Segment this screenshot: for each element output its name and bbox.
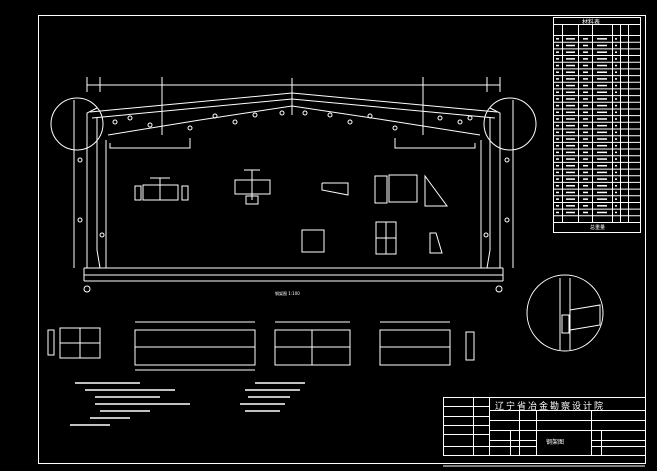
member-markers: [77, 110, 510, 238]
member-number-marker: [279, 110, 285, 116]
member-number-marker: [77, 157, 83, 163]
member-number-marker: [504, 217, 510, 223]
member-number-marker: [457, 119, 463, 125]
section-details: [134, 169, 448, 255]
member-number-marker: [327, 112, 333, 118]
grid-axis-marker-left: [83, 285, 91, 293]
member-number-marker: [504, 157, 510, 163]
plate-details: [47, 321, 475, 371]
member-number-marker: [77, 217, 83, 223]
member-number-marker: [483, 232, 489, 238]
member-number-marker: [212, 113, 218, 119]
material-table: [553, 17, 641, 233]
title-company: 辽宁省冶金勘察设计院: [495, 402, 606, 412]
member-number-marker: [437, 115, 443, 121]
member-number-marker: [367, 113, 373, 119]
general-notes: [70, 382, 305, 426]
member-number-marker: [392, 125, 398, 131]
member-number-marker: [99, 232, 105, 238]
portal-frame-elevation: [50, 77, 537, 293]
member-number-marker: [187, 125, 193, 131]
member-number-marker: [112, 119, 118, 125]
member-number-marker: [347, 119, 353, 125]
grid-axis-marker-right: [495, 285, 503, 293]
member-number-marker: [147, 122, 153, 128]
material-table-title: 材料表: [582, 19, 601, 26]
title-block: [443, 397, 646, 467]
member-number-marker: [467, 115, 473, 121]
connection-detail-circle: [526, 274, 604, 352]
drawing-border: [38, 15, 646, 464]
frame-caption: 钢架图 1:100: [275, 291, 300, 296]
member-number-marker: [302, 110, 308, 116]
material-table-footer: 总重量: [590, 225, 606, 231]
member-number-marker: [127, 115, 133, 121]
member-number-marker: [232, 119, 238, 125]
member-number-marker: [252, 112, 258, 118]
title-drawing-name: 钢架图: [546, 439, 565, 446]
